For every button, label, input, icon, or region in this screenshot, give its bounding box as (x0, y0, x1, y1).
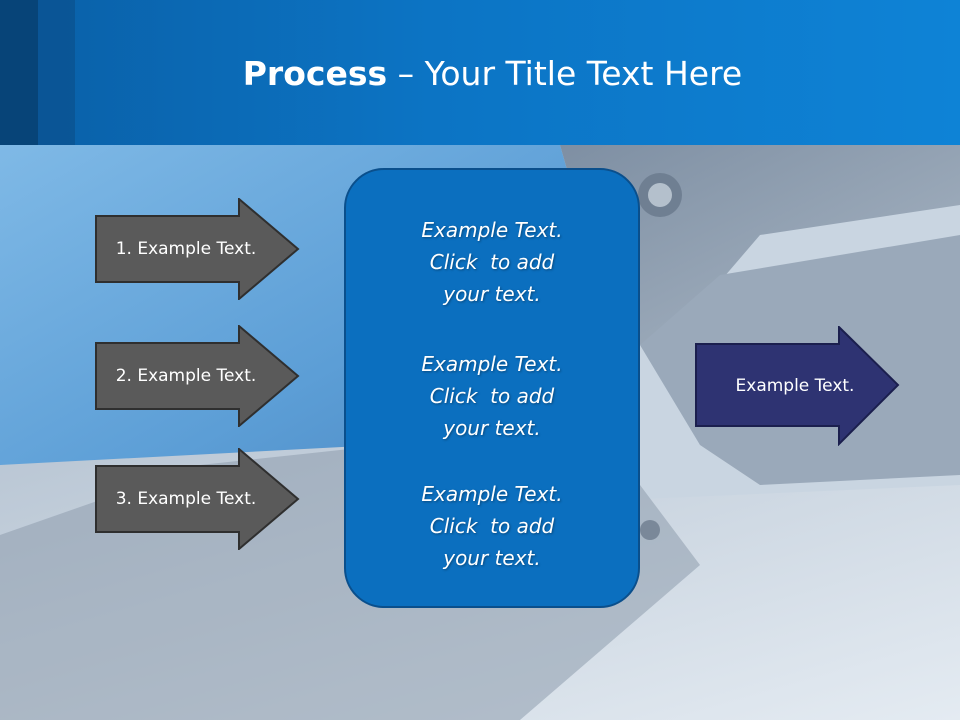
process-text-block-1[interactable]: Example Text. Click to add your text. (346, 214, 638, 310)
output-arrow[interactable]: Example Text. (695, 326, 900, 446)
process-text-line: Click to add (429, 250, 555, 274)
title-bold-part: Process (242, 54, 388, 93)
output-arrow-label: Example Text. (735, 376, 855, 396)
process-text-block-3[interactable]: Example Text. Click to add your text. (346, 478, 638, 574)
process-text-line: Click to add (429, 384, 555, 408)
process-text-line: Click to add (429, 514, 555, 538)
title-banner: Process – Your Title Text Here (0, 0, 960, 145)
arrow-shape (95, 448, 300, 550)
process-text-line: your text. (443, 416, 541, 440)
input-arrow-2[interactable]: 2. Example Text. (95, 325, 300, 427)
input-arrow-label: 1. Example Text. (115, 239, 257, 259)
input-arrow-label: 3. Example Text. (115, 489, 257, 509)
input-arrow-label: 2. Example Text. (115, 366, 257, 386)
arrow-shape (695, 326, 900, 446)
process-text-line: Example Text. (421, 218, 563, 242)
arrow-shape (95, 325, 300, 427)
input-arrow-1[interactable]: 1. Example Text. (95, 198, 300, 300)
process-text-line: your text. (443, 546, 541, 570)
process-text-line: Example Text. (421, 352, 563, 376)
arrow-shape (95, 198, 300, 300)
process-text-line: Example Text. (421, 482, 563, 506)
process-text-line: your text. (443, 282, 541, 306)
banner-stripe (38, 0, 75, 145)
banner-stripe (0, 0, 38, 145)
input-arrow-3[interactable]: 3. Example Text. (95, 448, 300, 550)
title-rest-part: – Your Title Text Here (387, 54, 743, 93)
slide-title[interactable]: Process – Your Title Text Here (0, 52, 960, 96)
process-text-block-2[interactable]: Example Text. Click to add your text. (346, 348, 638, 444)
process-box[interactable]: Example Text. Click to add your text. Ex… (344, 168, 640, 608)
